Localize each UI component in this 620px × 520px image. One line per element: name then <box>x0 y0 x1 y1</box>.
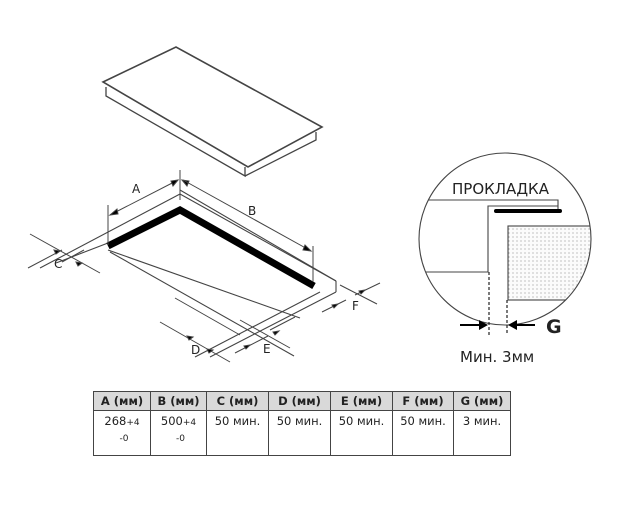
header-a: A (мм) <box>93 391 151 411</box>
value-b: 500 <box>160 414 183 428</box>
cell-g: 3 мин. <box>453 410 511 456</box>
label-e: E <box>263 342 271 356</box>
dimension-d <box>159 297 241 363</box>
dimensions-table: A (мм) B (мм) C (мм) D (мм) E (мм) F (мм… <box>93 391 511 456</box>
dimension-c <box>27 233 101 274</box>
tol-minus-b: -0 <box>176 434 185 444</box>
installation-diagram: A B C D E F <box>27 46 592 366</box>
cell-a: 268+4 -0 <box>93 410 151 456</box>
dimension-a <box>107 170 190 245</box>
cell-b: 500+4 -0 <box>150 410 207 456</box>
header-g: G (мм) <box>453 391 511 411</box>
cell-d: 50 мин. <box>268 410 331 456</box>
dimension-b <box>182 179 314 282</box>
header-f: F (мм) <box>392 391 454 411</box>
tol-plus-b: +4 <box>182 418 197 428</box>
hob-appliance <box>101 46 324 178</box>
label-c: C <box>54 257 62 271</box>
cell-f: 50 мин. <box>392 410 454 456</box>
table-header-row: A (мм) B (мм) C (мм) D (мм) E (мм) F (мм… <box>93 391 511 411</box>
label-f: F <box>352 299 359 313</box>
gasket-label: ПРОКЛАДКА <box>452 180 550 198</box>
header-e: E (мм) <box>330 391 393 411</box>
min-gap-note: Мин. 3мм <box>460 348 534 366</box>
header-b: B (мм) <box>150 391 207 411</box>
label-d: D <box>191 343 200 357</box>
header-c: C (мм) <box>206 391 269 411</box>
header-d: D (мм) <box>268 391 331 411</box>
countertop-cutout <box>39 189 337 358</box>
cell-e: 50 мин. <box>330 410 393 456</box>
tol-plus-a: +4 <box>126 418 140 428</box>
dimension-f <box>321 282 381 313</box>
dimension-e <box>234 316 296 354</box>
gap-label-g: G <box>546 316 562 338</box>
label-b: B <box>248 204 256 218</box>
table-row: 268+4 -0 500+4 -0 50 мин. 50 мин. 50 мин… <box>93 410 511 456</box>
tol-minus-a: -0 <box>119 434 129 444</box>
value-a: 268 <box>104 414 127 428</box>
label-a: A <box>132 182 141 196</box>
cell-c: 50 мин. <box>206 410 269 456</box>
